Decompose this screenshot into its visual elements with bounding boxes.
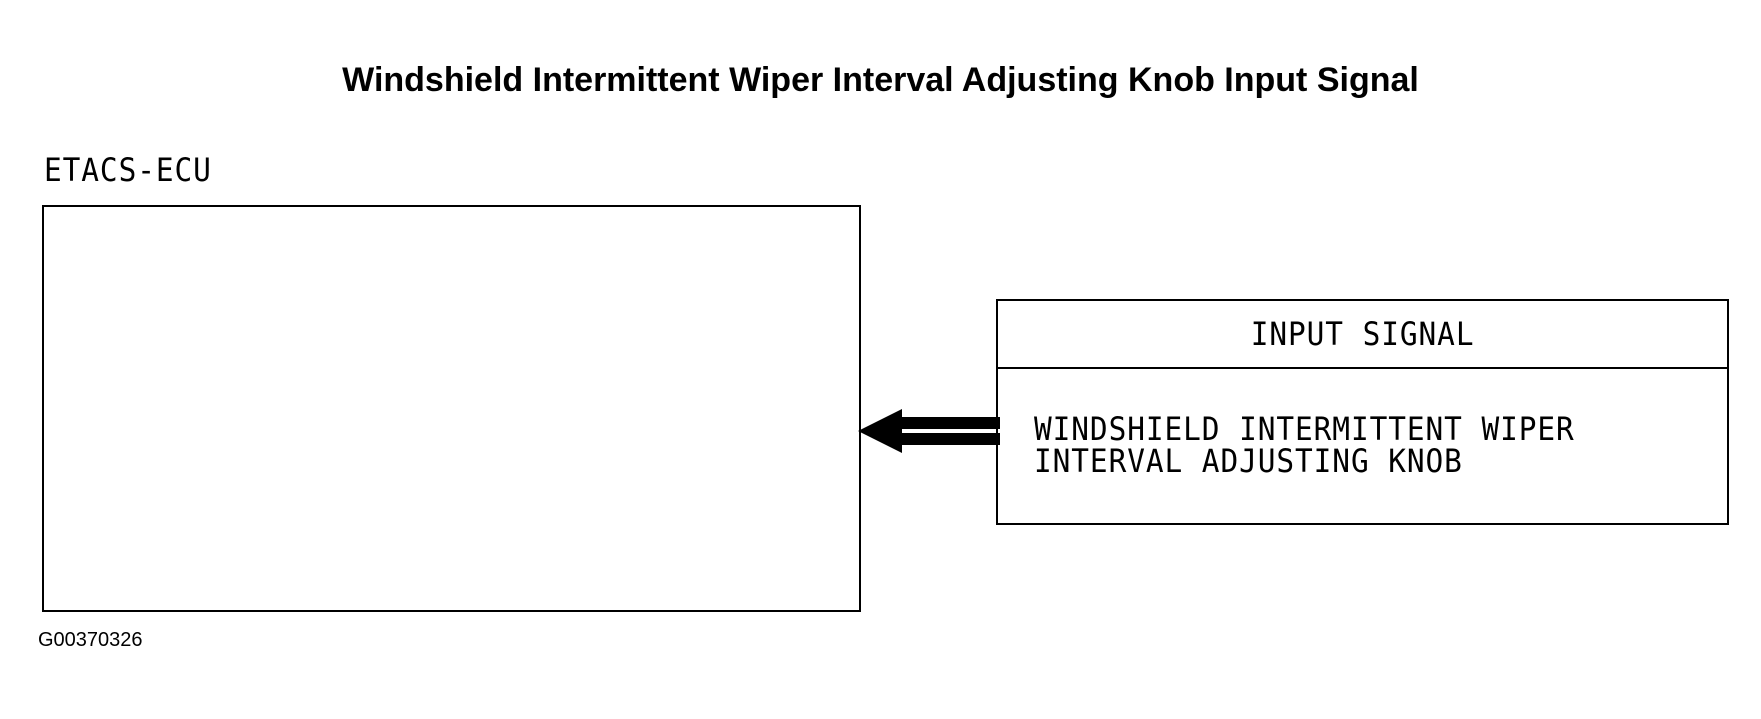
input-signal-header-text: INPUT SIGNAL (1250, 315, 1475, 353)
ecu-label: ETACS-ECU (44, 151, 212, 189)
arrow-shaft-bottom (898, 433, 1000, 445)
figure-id: G00370326 (38, 629, 143, 651)
input-signal-header: INPUT SIGNAL (998, 301, 1727, 369)
arrow-shaft-top (898, 417, 1000, 429)
input-signal-line: INTERVAL ADJUSTING KNOB (1034, 442, 1463, 480)
diagram-title: Windshield Intermittent Wiper Interval A… (342, 61, 1419, 99)
ecu-box (42, 205, 861, 612)
input-signal-description: WINDSHIELD INTERMITTENT WIPER INTERVAL A… (1034, 413, 1575, 477)
input-signal-line: WINDSHIELD INTERMITTENT WIPER (1034, 410, 1575, 448)
input-signal-box: INPUT SIGNAL WINDSHIELD INTERMITTENT WIP… (996, 299, 1729, 525)
signal-arrow (858, 409, 1000, 453)
arrow-head (858, 409, 902, 453)
